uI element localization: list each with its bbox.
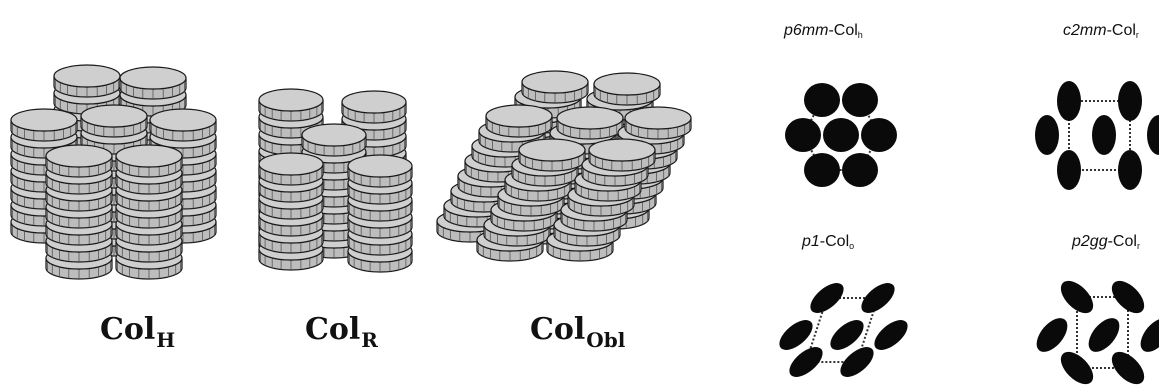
column-section [869,314,912,355]
column-section [842,153,878,187]
label-col-h: ColH [100,312,175,352]
disk-top [522,71,588,93]
column-section [861,118,897,152]
disk-top [342,91,406,113]
disk-top [302,124,366,146]
column-section [805,277,848,318]
col-h-stack [11,65,216,279]
p6mm-lattice [785,83,897,187]
p2gg-lattice [1031,275,1159,387]
label-col-obl: ColObl [530,312,625,352]
disk-top [54,65,120,87]
label-col-r: ColR [305,312,378,352]
disk-top [116,145,182,167]
column-section [785,118,821,152]
disk-top [81,105,147,127]
column-section [1057,81,1081,121]
column-section [1135,313,1159,358]
disk-top [519,139,585,161]
disk-top [625,107,691,129]
col-obl-stack [437,71,691,261]
disk-top [120,67,186,89]
column-section [1083,313,1126,358]
disk-top [150,109,216,131]
disk-top [594,73,660,95]
column-section [856,277,899,318]
column-section [1031,313,1074,358]
disk-top [348,155,412,177]
p1-lattice [774,277,912,382]
label-c2mm-col-r: c2mm-Colr [1063,22,1139,40]
column-section [1118,81,1142,121]
column-section [1092,115,1116,155]
column-section [804,153,840,187]
column-section [1035,115,1059,155]
column-section [1118,150,1142,190]
disk-top [259,153,323,175]
column-section [823,118,859,152]
column-section [1147,115,1159,155]
label-p6mm-col-h: p6mm-Colh [784,22,863,40]
column-section [1106,346,1150,387]
disk-top [259,89,323,111]
label-p2gg-col-r: p2gg-Colr [1072,233,1140,251]
disk-top [11,109,77,131]
c2mm-lattice [1035,81,1159,190]
disk-top [557,107,623,129]
disk-top [589,139,655,161]
disk-top [46,145,112,167]
column-section [1106,275,1150,319]
col-r-stack [259,89,412,272]
label-p1-col-o: p1-Colo [802,233,854,251]
column-section [842,83,878,117]
disk-top [486,105,552,127]
column-section [1057,150,1081,190]
column-section [804,83,840,117]
